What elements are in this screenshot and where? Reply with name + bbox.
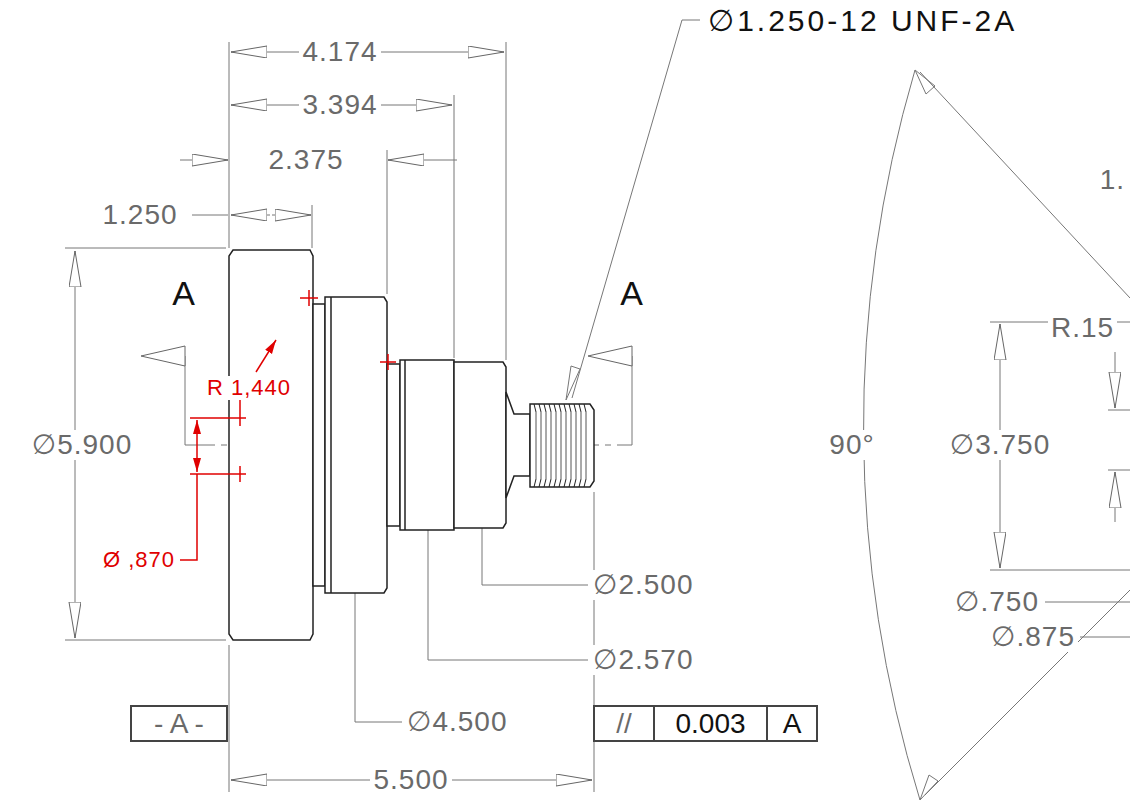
frame-text: 0.003 [675, 710, 745, 738]
dimension-value: ∅3.750 [947, 430, 1053, 461]
angle-value: 90° [826, 430, 877, 461]
dimension-value: 2.375 [265, 145, 346, 176]
dimension-value: 3.394 [299, 90, 380, 121]
radius-value: R 1,440 [204, 376, 294, 400]
dimension-value: ∅4.500 [404, 707, 510, 738]
control-frame-cell: // [593, 705, 655, 742]
dimension-value: ∅.750 [952, 587, 1042, 618]
dimension-value: ∅.875 [988, 622, 1078, 653]
dimension-value: 1. [1097, 165, 1128, 196]
frame-text: A [783, 710, 802, 738]
dimension-value: R.15 [1048, 313, 1117, 344]
control-frame-cell: A [766, 705, 818, 742]
dimension-value: 5.500 [370, 765, 451, 796]
dimension-value: ∅2.500 [590, 570, 696, 601]
dimension-value: ∅5.900 [29, 430, 135, 461]
diameter-value: Ø ,870 [100, 548, 178, 572]
frame-text: - A - [154, 710, 204, 738]
frame-text: // [616, 710, 632, 738]
datum-box: - A - [130, 705, 228, 742]
dimension-value: 4.174 [299, 37, 380, 68]
section-letter: A [169, 275, 199, 312]
section-letter: A [617, 275, 647, 312]
dimension-value: ∅2.570 [590, 645, 696, 676]
dimension-value: 1.250 [99, 200, 180, 231]
control-frame-cell: 0.003 [653, 705, 768, 742]
thread-callout: ∅1.250-12 UNF-2A [705, 4, 1020, 37]
